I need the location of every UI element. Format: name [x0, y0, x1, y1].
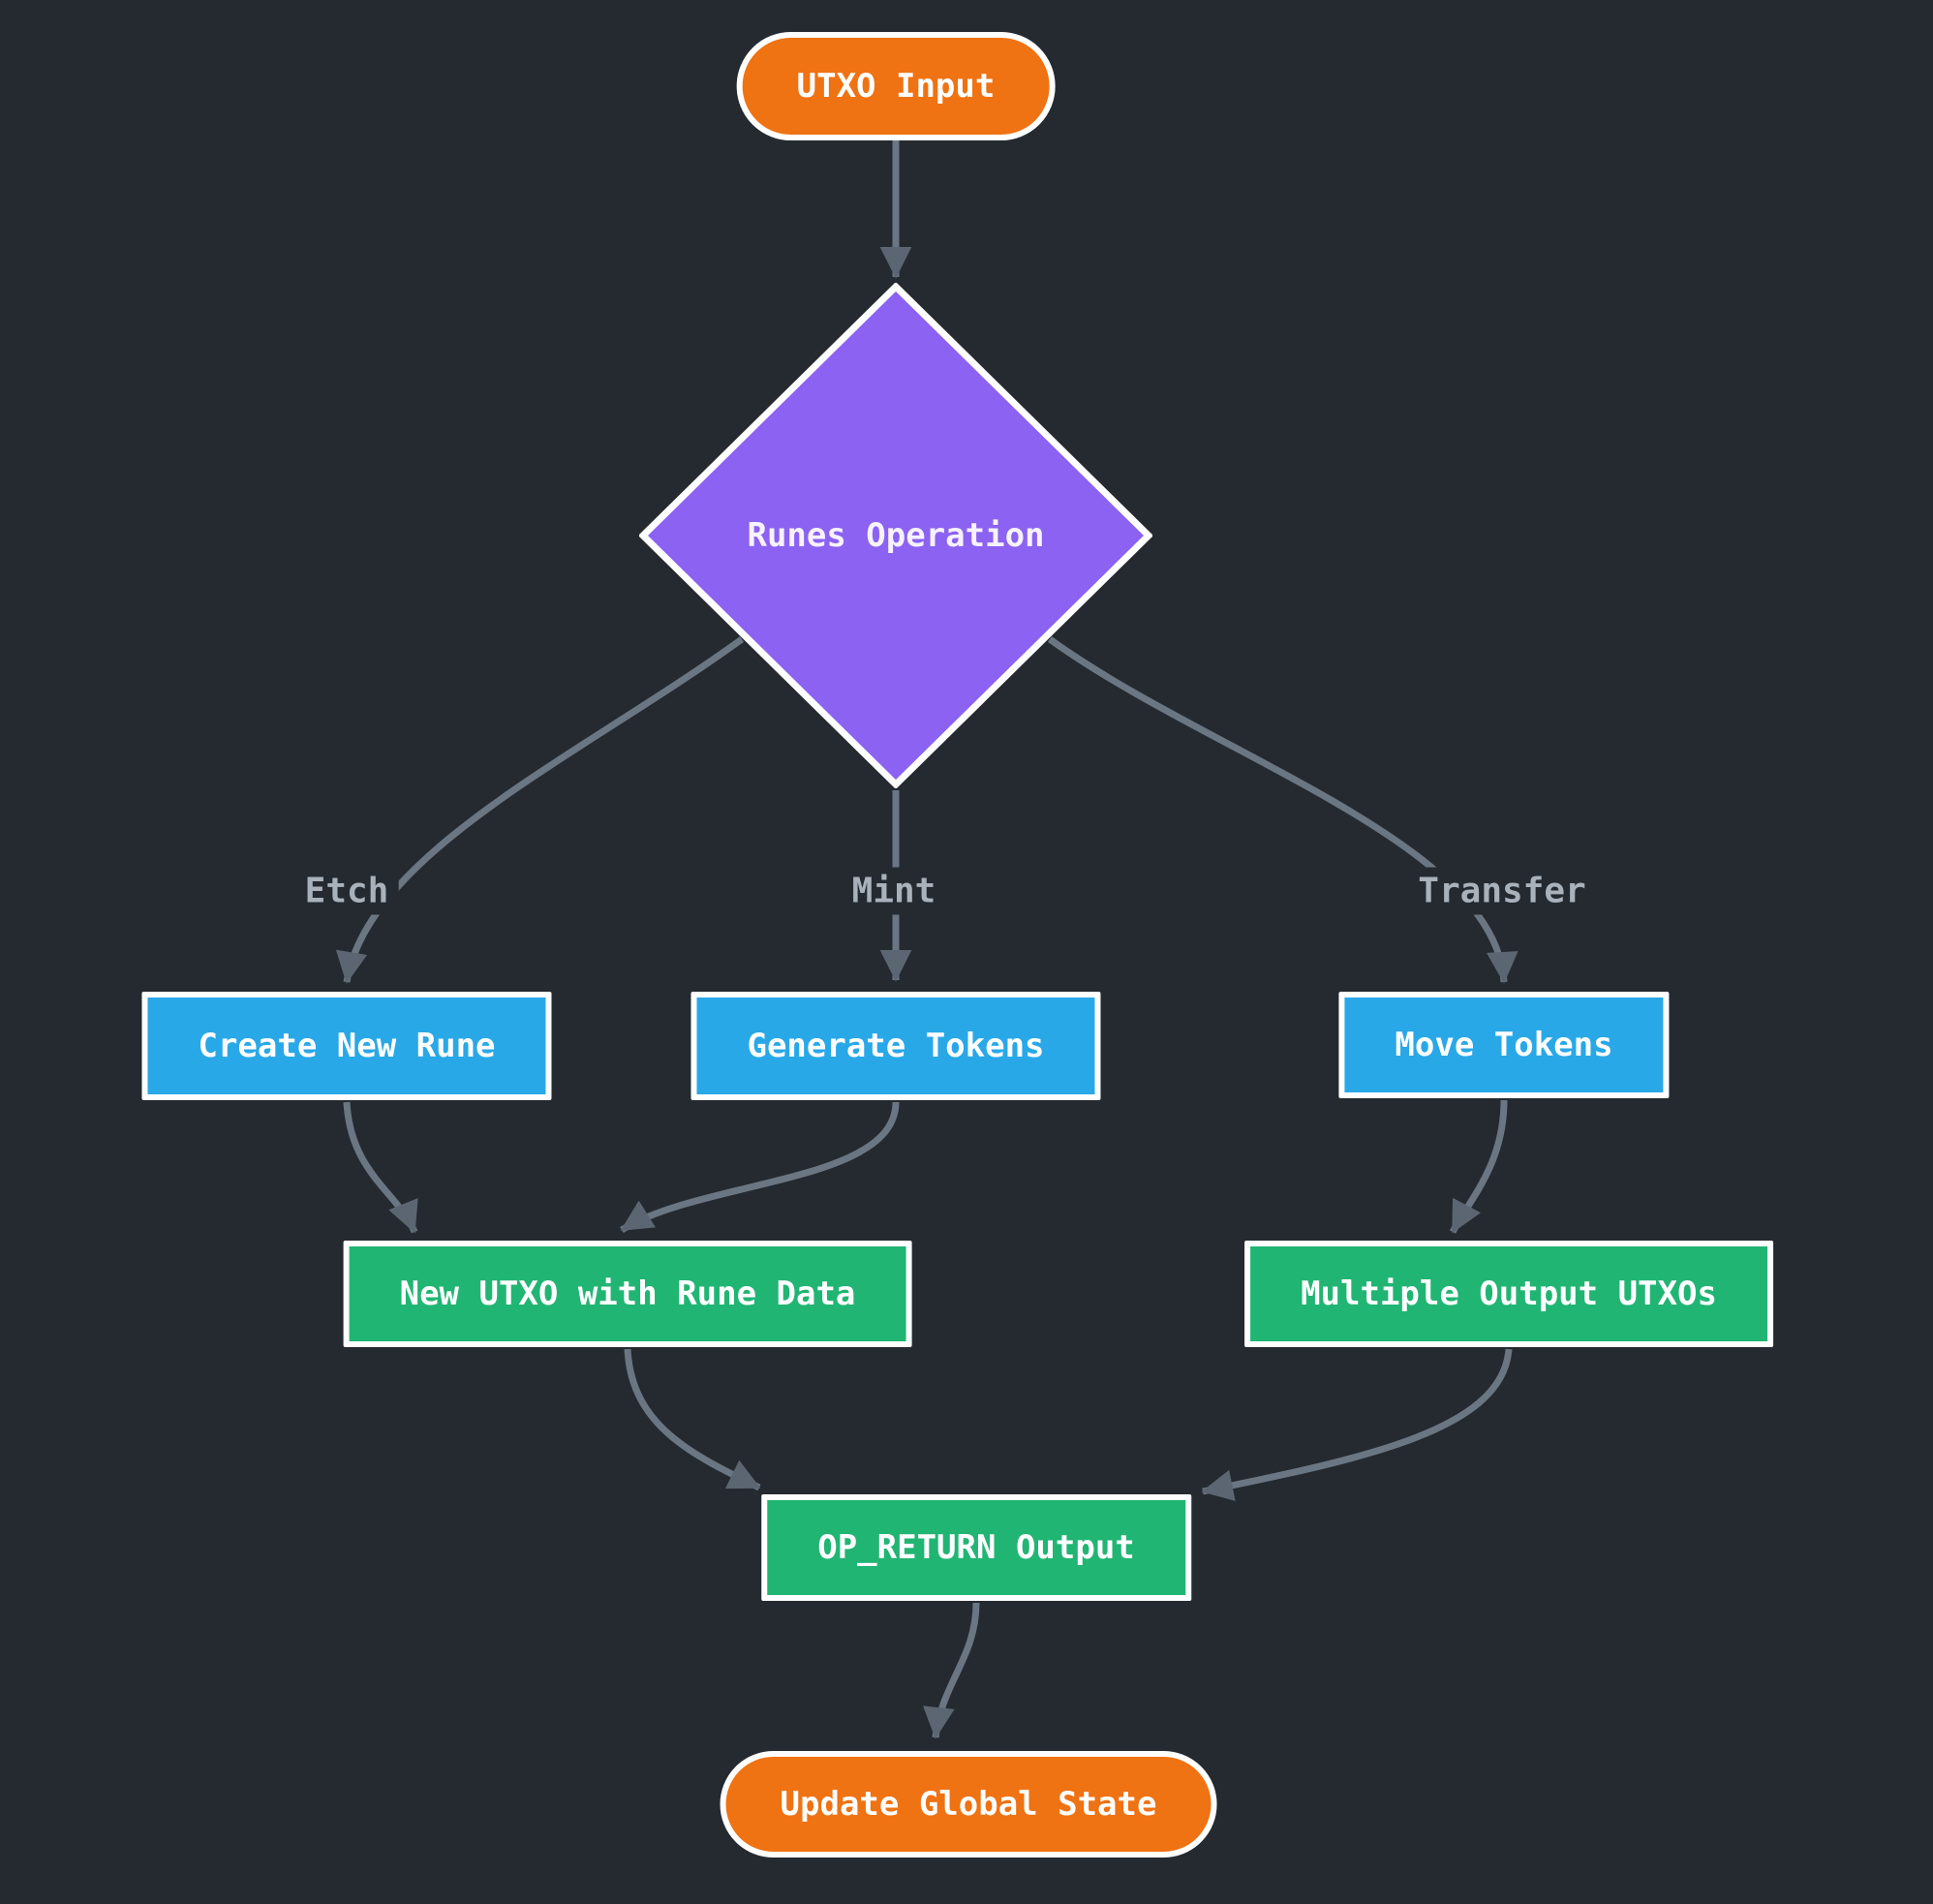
- node-utxo-input: UTXO Input: [736, 32, 1056, 140]
- node-move-tokens: Move Tokens: [1338, 992, 1670, 1098]
- node-runes-operation: Runes Operation: [639, 283, 1152, 788]
- node-utxo-input-label: UTXO Input: [796, 67, 996, 106]
- node-op-return-output-label: OP_RETURN Output: [817, 1528, 1135, 1567]
- edge-label-etch: Etch: [294, 867, 399, 915]
- node-generate-tokens-label: Generate Tokens: [747, 1027, 1045, 1065]
- edge-runes-operation-to-create-new-rune: [335, 636, 745, 984]
- node-generate-tokens: Generate Tokens: [690, 992, 1101, 1100]
- node-op-return-output: OP_RETURN Output: [761, 1494, 1191, 1601]
- node-create-new-rune: Create New Rune: [141, 992, 552, 1100]
- node-move-tokens-label: Move Tokens: [1395, 1026, 1613, 1064]
- edge-multiple-output-to-op-return: [1201, 1348, 1513, 1501]
- edge-op-return-to-update-global: [923, 1602, 980, 1739]
- diamond-shape: [639, 283, 1152, 788]
- edge-move-tokens-to-multiple-output: [1449, 1099, 1508, 1234]
- edge-label-transfer: Transfer: [1408, 867, 1596, 915]
- edge-label-mint: Mint: [842, 867, 946, 915]
- node-new-utxo-with-rune-data-label: New UTXO with Rune Data: [399, 1274, 856, 1313]
- edge-new-utxo-to-op-return: [624, 1348, 761, 1491]
- node-create-new-rune-label: Create New Rune: [198, 1027, 496, 1065]
- node-new-utxo-with-rune-data: New UTXO with Rune Data: [343, 1241, 912, 1347]
- node-multiple-output-utxos-label: Multiple Output UTXOs: [1301, 1274, 1717, 1313]
- edge-runes-operation-to-move-tokens: [1047, 636, 1519, 984]
- node-update-global-state: Update Global State: [720, 1751, 1217, 1858]
- edge-generate-tokens-to-new-utxo: [620, 1101, 900, 1233]
- node-multiple-output-utxos: Multiple Output UTXOs: [1244, 1241, 1773, 1347]
- node-update-global-state-label: Update Global State: [780, 1785, 1157, 1824]
- node-runes-operation-label: Runes Operation: [747, 516, 1045, 555]
- edge-create-new-rune-to-new-utxo: [343, 1101, 418, 1234]
